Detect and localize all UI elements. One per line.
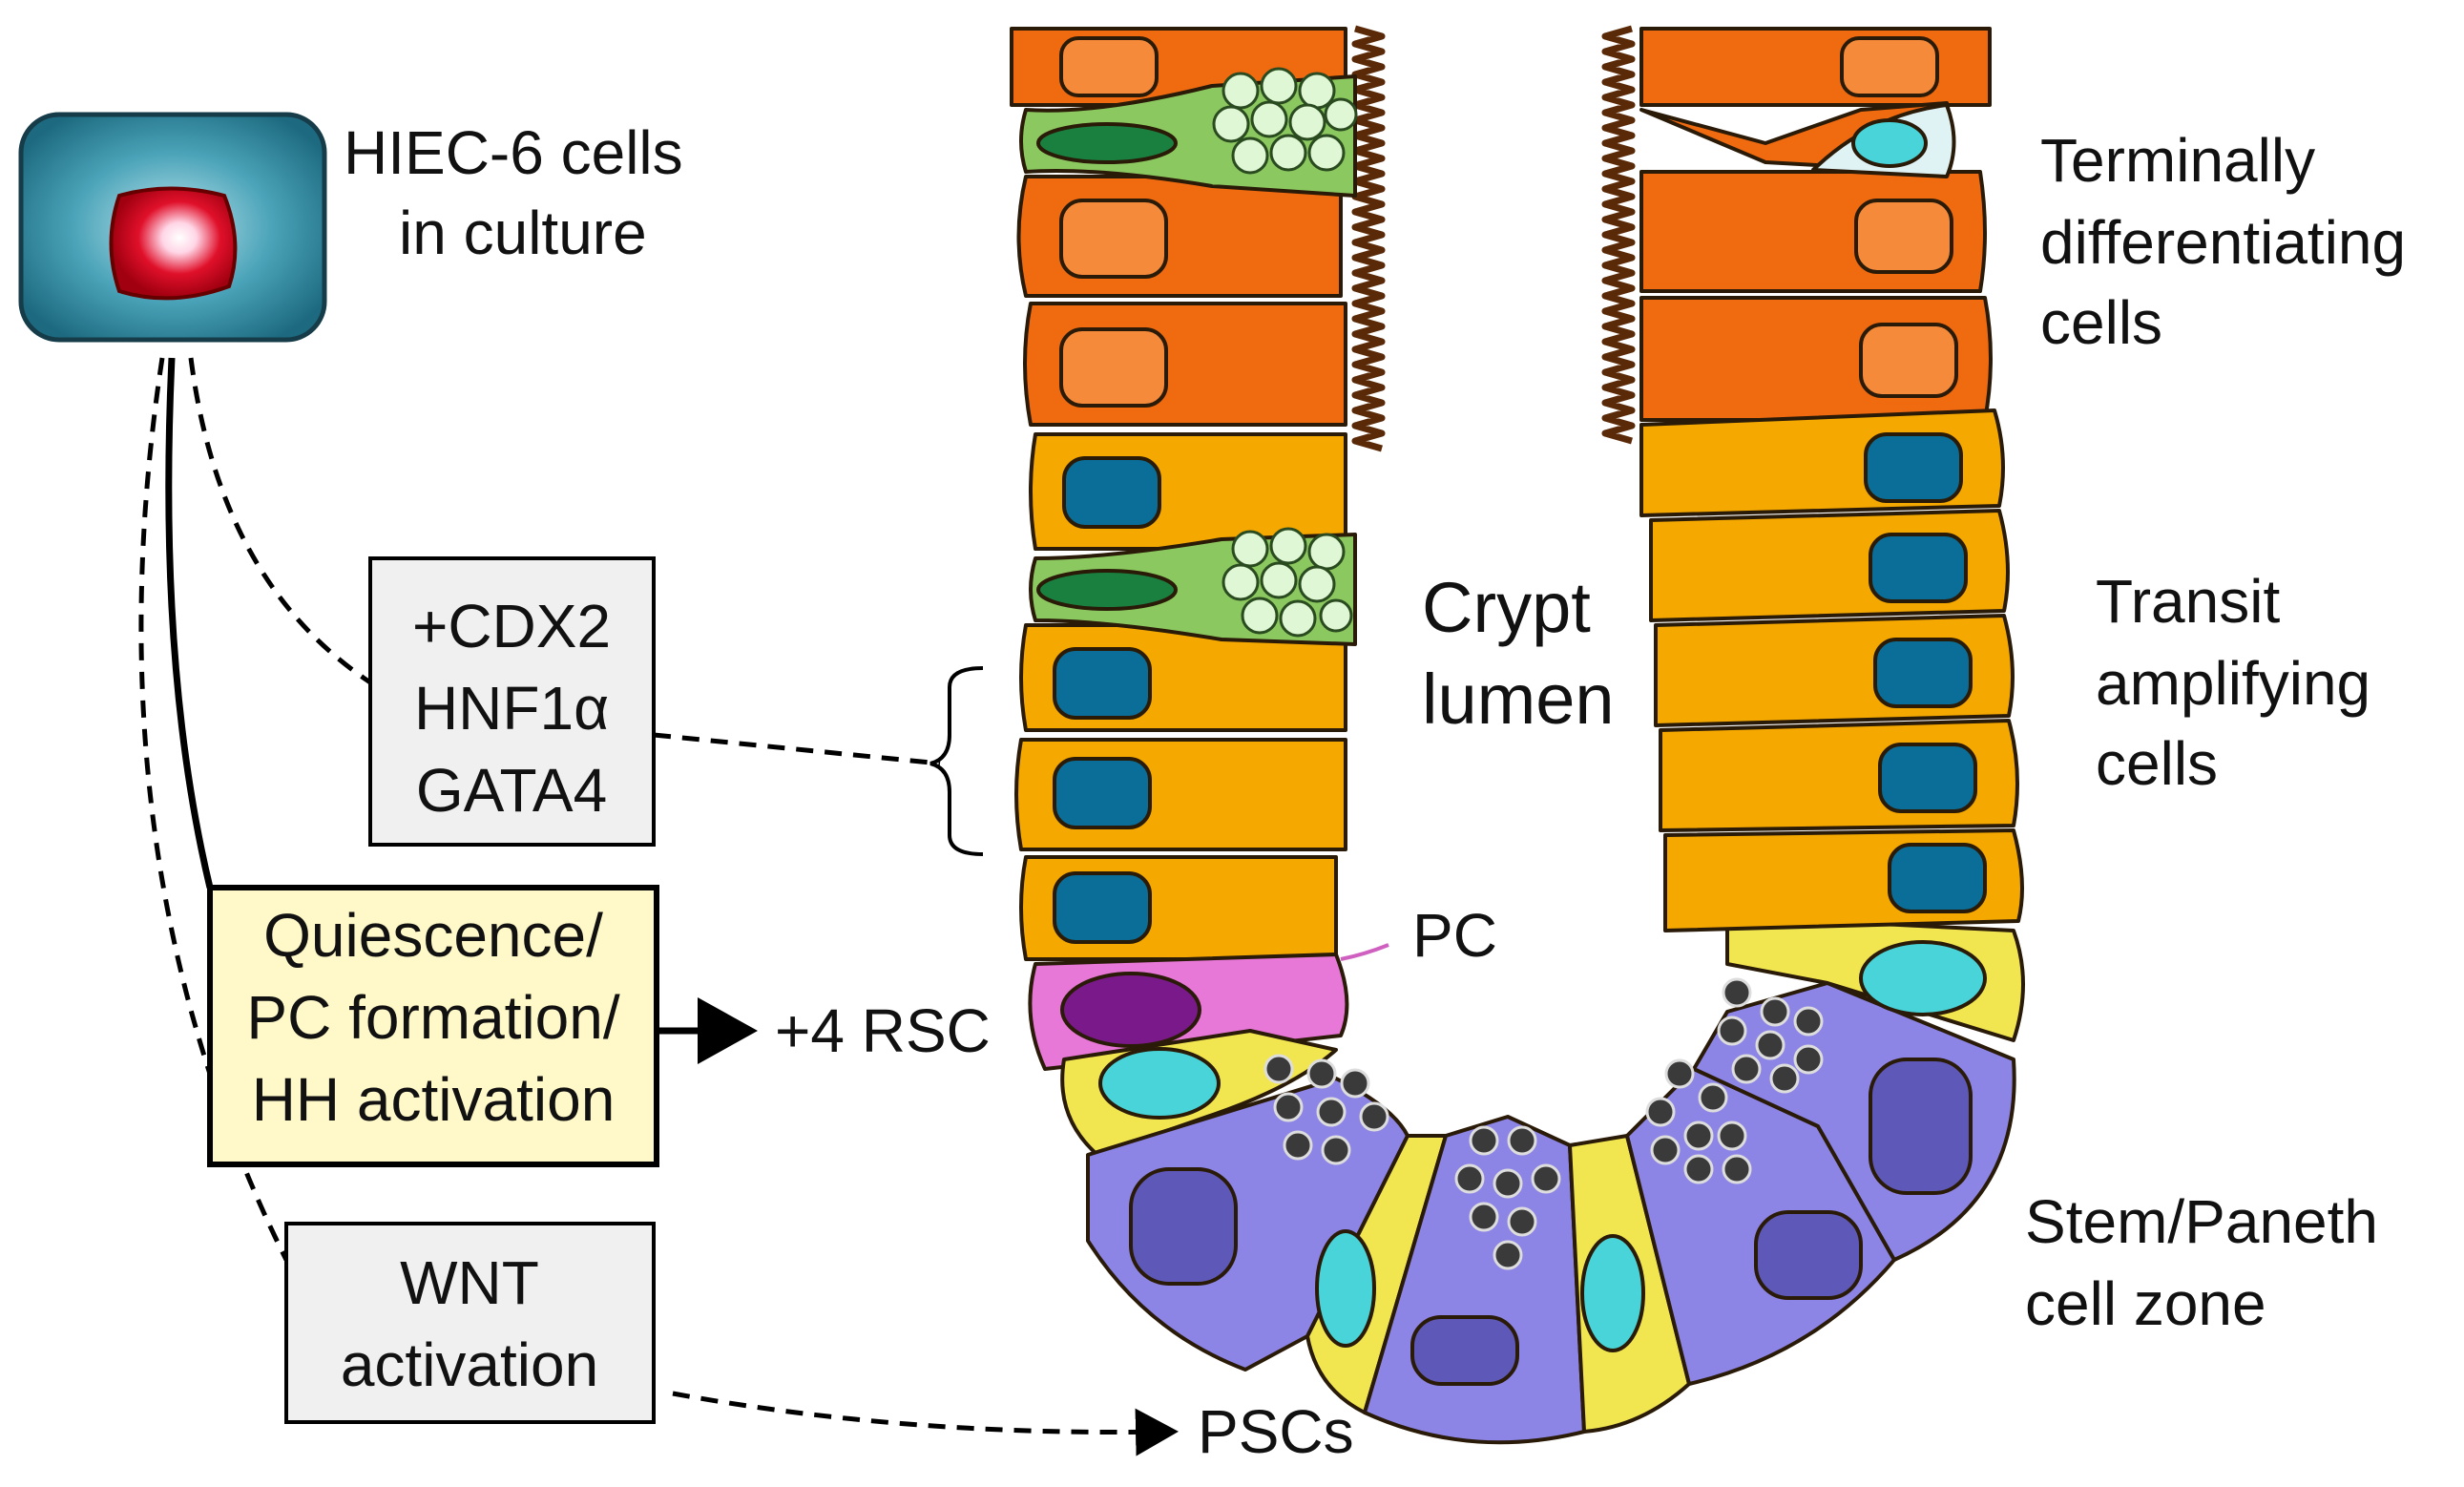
pc-label: PC	[1412, 901, 1497, 970]
terminal-line3: cells	[2040, 288, 2162, 357]
wnt-box: WNT activation	[284, 1222, 656, 1424]
transit-label: Transit amplifying cells	[2096, 567, 2370, 798]
transit-line3: cells	[2096, 729, 2218, 798]
stem-line2: cell zone	[2025, 1269, 2266, 1338]
transit-line1: Transit	[2096, 567, 2280, 636]
wnt-line2: activation	[341, 1330, 598, 1399]
hiec6-label-line1: HIEC-6 cells	[344, 118, 683, 187]
quiescence-line1: Quiescence/	[263, 901, 603, 970]
factor-gata4: GATA4	[416, 756, 607, 825]
factor-cdx2: +CDX2	[412, 592, 611, 660]
rsc-label: +4 RSC	[775, 996, 991, 1065]
crypt-lumen-line2: lumen	[1422, 660, 1615, 739]
paneth-stem-zone	[1086, 977, 2016, 1445]
transit-line2: amplifying	[2096, 649, 2370, 718]
crypt	[1010, 25, 2025, 1445]
stem-line1: Stem/Paneth	[2025, 1187, 2378, 1256]
hiec6-label: HIEC-6 cells in culture	[344, 118, 683, 267]
hiec6-culture-cell	[18, 112, 327, 343]
wnt-line1: WNT	[400, 1248, 539, 1317]
left-goblet-cell-upper	[1019, 67, 1358, 198]
bracket	[929, 666, 984, 856]
crypt-lumen-line1: Crypt	[1422, 568, 1591, 647]
right-microvilli	[1601, 25, 1636, 445]
factors-to-bracket-connector	[653, 732, 941, 766]
factors-dashed-connector	[188, 357, 372, 685]
terminal-line2: differentiating	[2040, 208, 2406, 277]
wnt-dashed-connector	[138, 357, 289, 1262]
left-goblet-cell-lower	[1029, 527, 1357, 646]
factors-box: +CDX2 HNF1α GATA4	[368, 556, 656, 847]
quiescence-solid-connector	[165, 357, 214, 889]
quiescence-line2: PC formation/	[246, 983, 619, 1052]
quiescence-box: Quiescence/ PC formation/ HH activation	[207, 885, 659, 1167]
terminal-label: Terminally differentiating cells	[2040, 126, 2406, 357]
connector-lines	[138, 357, 1179, 1456]
hiec6-label-line2: in culture	[399, 199, 647, 267]
right-transit-cells	[1639, 408, 2024, 932]
right-stem-cell	[1725, 914, 2025, 1042]
left-transit-cells	[1014, 432, 1347, 961]
terminal-line1: Terminally	[2040, 126, 2315, 195]
pscs-label: PSCs	[1198, 1397, 1354, 1466]
quiescence-line3: HH activation	[252, 1065, 616, 1134]
right-terminal-cells	[1639, 27, 1993, 422]
factor-hnf1a: HNF1α	[414, 674, 609, 743]
left-microvilli	[1351, 25, 1386, 452]
stem-label: Stem/Paneth cell zone	[2025, 1187, 2378, 1338]
wnt-to-pscs-arrow	[672, 1391, 1179, 1456]
right-tuft-cell	[1639, 101, 1956, 178]
